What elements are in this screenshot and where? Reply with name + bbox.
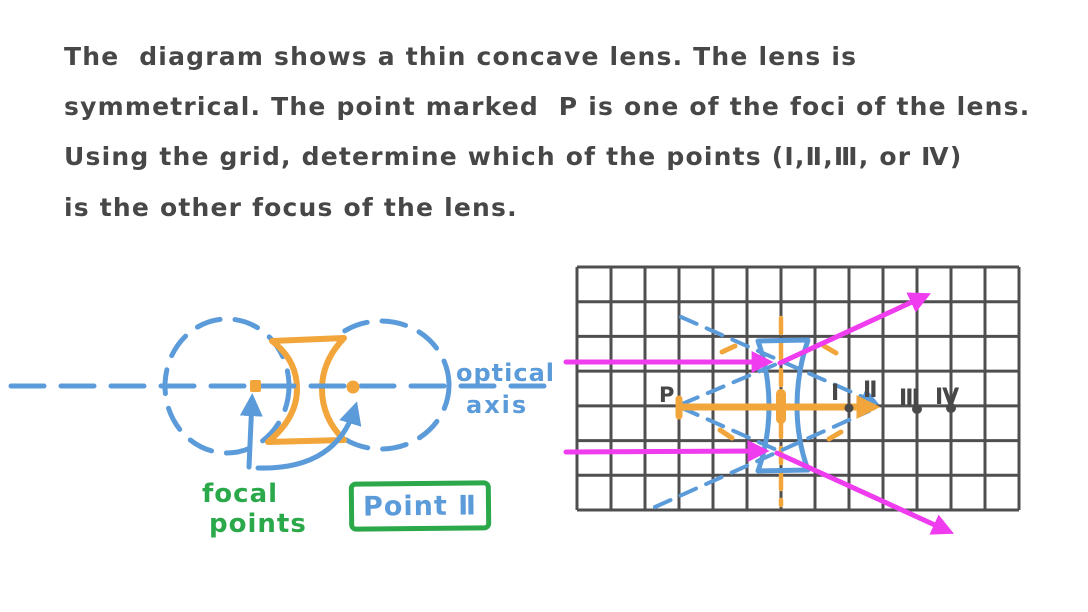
focal-point-arrow-curved — [255, 401, 362, 471]
point-2-label: Ⅱ — [863, 378, 878, 403]
optical-axis-label-word2: axis — [466, 391, 529, 419]
grid-ray-diagram — [563, 265, 1021, 535]
point-4-dot — [946, 403, 956, 413]
grid-concave-lens-shape — [755, 337, 811, 474]
question-line-4: is the other focus of the lens. — [64, 193, 518, 222]
point-p-label: P — [659, 383, 675, 407]
top-refracted-ray — [777, 292, 931, 366]
point-3-dot — [912, 404, 922, 414]
concave-lens-shape — [265, 335, 347, 445]
question-line-3: Using the grid, determine which of the p… — [64, 142, 963, 171]
question-line-1: The diagram shows a thin concave lens. T… — [64, 42, 858, 71]
concave-lens-construction-diagram — [8, 316, 548, 471]
point-1-label: Ⅰ — [831, 381, 840, 406]
focal-points-label-word2: points — [209, 509, 307, 539]
construction-dashed-lines — [653, 315, 880, 509]
optical-axis-label-word1: optical — [456, 359, 556, 387]
bottom-incident-ray — [563, 440, 770, 463]
point-1-dot — [844, 403, 854, 413]
point-4-label: Ⅳ — [935, 385, 960, 410]
answer-box-label: Point Ⅱ — [362, 489, 478, 523]
left-focal-point-dot — [250, 380, 261, 392]
lens-curvature-dashes — [717, 343, 844, 442]
focal-points-label-word1: focal — [202, 479, 279, 509]
focal-point-arrow-left — [239, 393, 263, 470]
question-line-2: symmetrical. The point marked P is one o… — [64, 92, 1031, 121]
answer-box: Point Ⅱ — [348, 480, 492, 532]
dashed-line-upperleft-to-point2 — [679, 315, 880, 406]
right-focal-point-dot — [346, 380, 360, 394]
bottom-refracted-ray — [774, 450, 955, 535]
light-rays — [563, 292, 955, 535]
point-3-label: Ⅲ — [899, 386, 920, 411]
